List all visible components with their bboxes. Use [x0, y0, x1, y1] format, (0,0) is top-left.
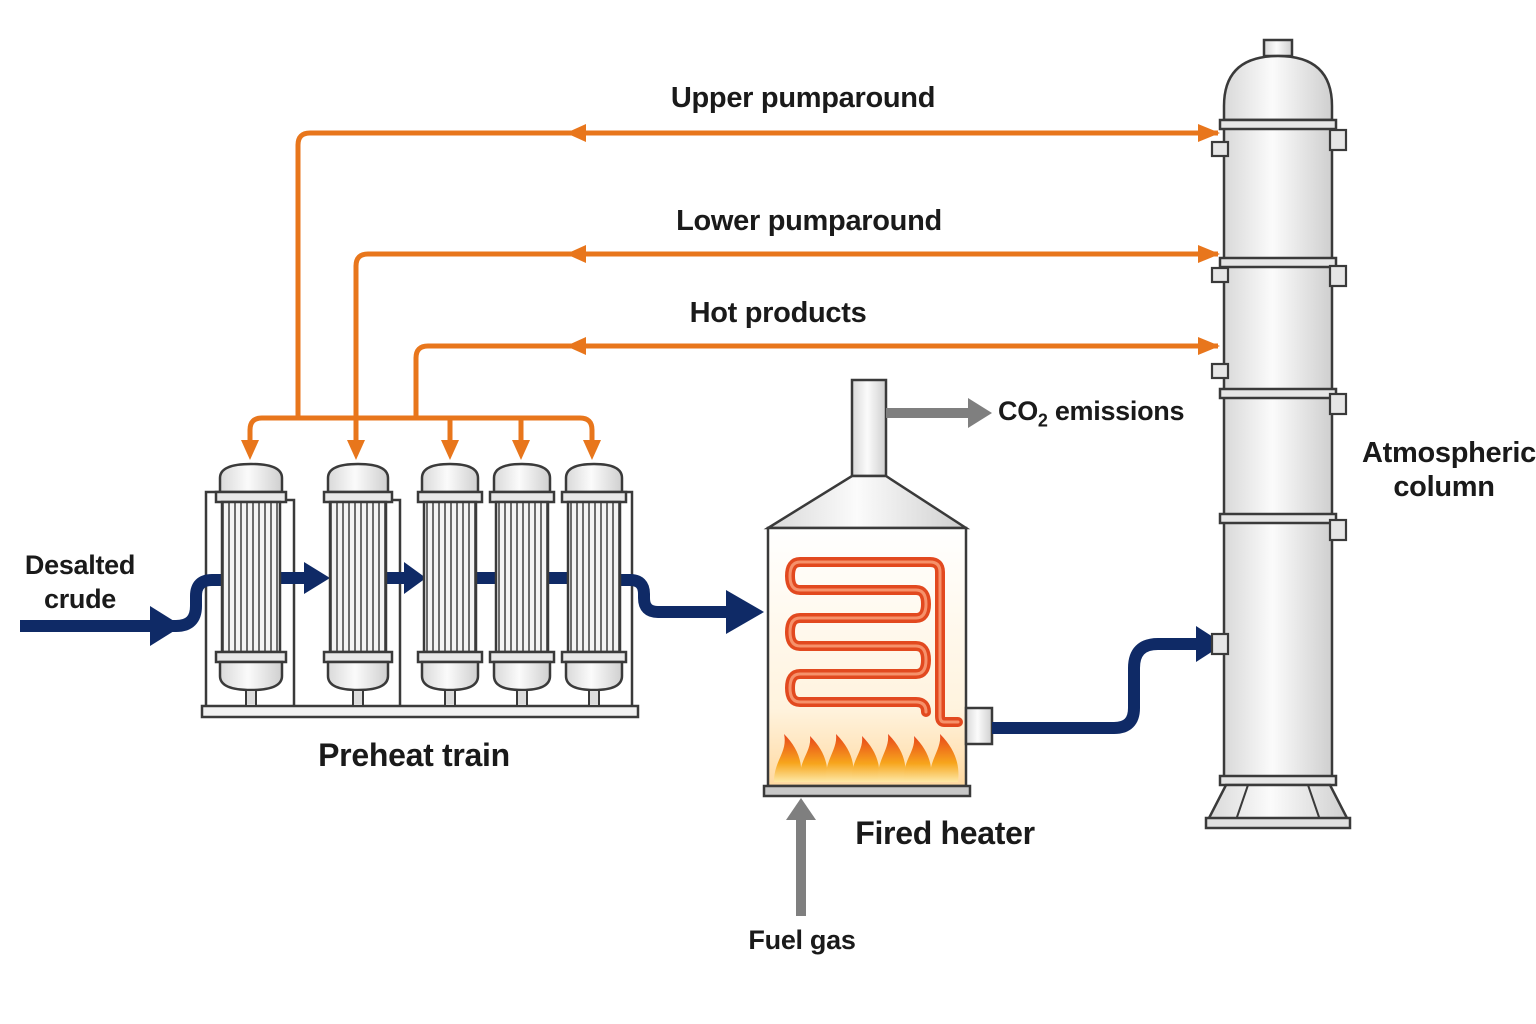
heater-to-column-line	[992, 638, 1200, 734]
column-skirt	[1205, 783, 1351, 822]
crude-arrows	[150, 562, 764, 646]
preheat-skid	[200, 704, 640, 719]
lower-pumparound-line	[353, 251, 1218, 418]
exchanger-3	[416, 462, 484, 707]
co2-emissions-label: CO2 emissions	[998, 396, 1184, 431]
column-nozzles	[1210, 128, 1348, 656]
desalted-crude-label-line2: crude	[43, 584, 117, 614]
heater-hood	[763, 474, 971, 530]
atmospheric-column-label-line1: Atmospheric	[1362, 437, 1536, 469]
lower-pumparound-arrow-left	[566, 245, 586, 263]
flame-icon	[774, 734, 959, 782]
co2-text: CO	[998, 396, 1038, 426]
upper-pumparound-label: Upper pumparound	[670, 82, 936, 114]
column-head	[1222, 54, 1334, 122]
hot-products-arrow-right	[1198, 337, 1220, 355]
upper-pumparound-line	[295, 130, 1218, 418]
lower-pumparound-label: Lower pumparound	[676, 205, 942, 237]
distribution-arrows	[241, 440, 601, 460]
desalted-crude-label-line1: Desalted	[24, 550, 136, 580]
desalted-crude-label: Desalted crude	[24, 548, 136, 616]
distribution-header	[247, 415, 595, 440]
heater-stack	[850, 378, 888, 478]
co2-emissions-arrow	[886, 398, 992, 428]
hot-products-arrow-left	[566, 337, 586, 355]
exchanger-2	[322, 462, 394, 707]
heater-to-column-arrow	[1196, 626, 1224, 662]
hot-products-label: Hot products	[689, 297, 867, 329]
co2-subscript: 2	[1037, 410, 1048, 431]
fired-heater	[762, 378, 994, 798]
exchanger-4	[488, 462, 556, 707]
exchanger-5	[560, 462, 628, 707]
exchanger-1	[214, 462, 288, 707]
fired-heater-label: Fired heater	[855, 815, 1035, 851]
upper-pumparound-arrow-right	[1198, 124, 1220, 142]
atmospheric-column-label-line2: column	[1393, 471, 1495, 503]
column-flanges	[1218, 118, 1338, 787]
upper-pumparound-arrow-left	[566, 124, 586, 142]
column-top-nozzle	[1262, 38, 1294, 58]
heater-base	[762, 784, 972, 798]
co2-suffix-text: emissions	[1047, 396, 1185, 426]
hot-products-line	[413, 343, 1218, 418]
preheat-train-label: Preheat train	[318, 737, 510, 773]
atmospheric-column-label: Atmospheric column	[1362, 436, 1536, 504]
column-shell	[1222, 118, 1334, 782]
lower-pumparound-arrow-right	[1198, 245, 1220, 263]
fuel-gas-arrow	[786, 798, 816, 916]
fuel-gas-label: Fuel gas	[748, 925, 856, 955]
atmospheric-column	[1204, 38, 1352, 830]
heater-outlet-nozzle	[964, 706, 994, 746]
crude-feed-line	[20, 572, 730, 632]
column-base-plate	[1204, 816, 1352, 830]
